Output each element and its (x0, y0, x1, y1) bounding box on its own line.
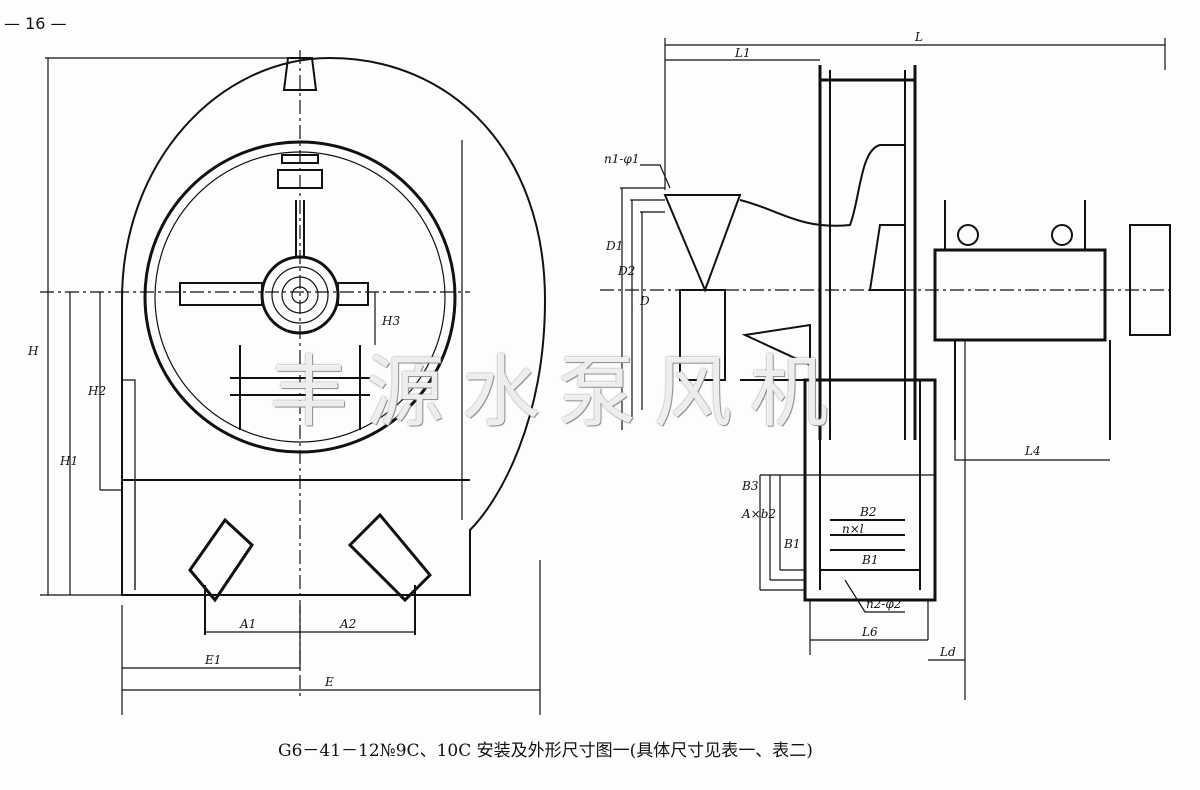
dim-L4: L4 (1024, 444, 1041, 458)
dim-B: B1 (861, 553, 878, 567)
volute-casing (121, 56, 547, 596)
dim-H: H (27, 344, 39, 358)
inlet-cone (663, 194, 742, 293)
bearing-housing (933, 248, 1107, 342)
dim-L: L (914, 30, 923, 44)
dim-D: D (639, 294, 650, 308)
dim-A-b2: A×b2 (741, 507, 776, 521)
outlet-flange (803, 378, 937, 602)
page-number: — 16 — (4, 14, 67, 33)
foot-right (347, 512, 433, 603)
side-view: L L1 n1-φ1 D1 D2 D L4 B3 A×b2 B1 B2 n×l … (600, 30, 1175, 700)
label-n-l: n×l (842, 522, 864, 536)
figure-caption: G6－41－12№9C、10C 安装及外形尺寸图一(具体尺寸见表一、表二) (278, 741, 813, 761)
housing (818, 65, 917, 440)
dim-B1: B1 (783, 537, 800, 551)
dim-A2: A2 (339, 617, 356, 631)
dim-E1: E1 (204, 653, 221, 667)
watermark: 丰源水泵风机 (270, 348, 847, 438)
dim-D1: D1 (605, 239, 623, 253)
dim-B3: B3 (741, 479, 759, 493)
dim-H3: H3 (381, 314, 400, 328)
label-n1-phi1: n1-φ1 (604, 152, 639, 166)
motor-coupling (1129, 224, 1171, 336)
dim-L6: L6 (861, 625, 878, 639)
dim-A1: A1 (239, 617, 256, 631)
dim-L1: L1 (734, 46, 751, 60)
dim-E: E (324, 675, 334, 689)
label-n2-phi2: n2-φ2 (866, 597, 901, 611)
front-view: H H1 H2 H3 A1 A2 E1 E (27, 50, 547, 715)
dim-H2: H2 (87, 384, 106, 398)
foot-left (188, 517, 254, 603)
dim-D2: D2 (617, 264, 635, 278)
dim-Ld: Ld (939, 645, 956, 659)
dim-H1: H1 (59, 454, 78, 468)
top-lug (282, 57, 318, 91)
dim-B2: B2 (859, 505, 876, 519)
